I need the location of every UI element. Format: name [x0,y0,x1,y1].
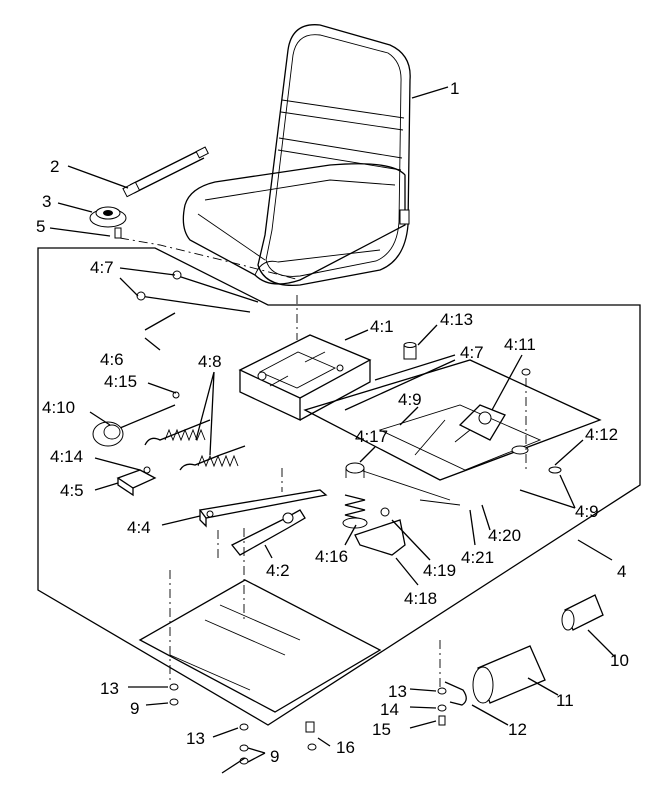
label-4-4: 4:4 [127,518,151,537]
label-4-1: 4:1 [370,317,394,336]
part-labels: 1 2 3 5 4:7 4:6 4:1 4:13 4:7 4:11 4:15 4… [36,79,629,766]
handle-part [444,594,604,706]
label-4-12: 4:12 [585,425,618,444]
label-13-c: 13 [186,729,205,748]
label-4-7-b: 4:7 [460,343,484,362]
label-16: 16 [336,738,355,757]
damper-part [342,462,368,529]
base-plate-part [138,570,441,713]
label-4-5: 4:5 [60,481,84,500]
lever-part [217,509,306,620]
shafts-part [136,270,259,313]
label-4-19: 4:19 [423,561,456,580]
scissor-frame-part [303,359,602,506]
bracket-part [116,466,157,497]
label-13-b: 13 [388,682,407,701]
bump-stop-part [403,342,417,360]
label-1: 1 [450,79,459,98]
assembly-4-outline [37,247,641,726]
label-15: 15 [372,720,391,739]
seat-part [182,24,411,286]
label-4-21: 4:21 [461,548,494,567]
label-9-a: 9 [130,699,139,718]
label-4-17: 4:17 [355,427,388,446]
label-4-6: 4:6 [100,350,124,369]
label-10: 10 [610,651,629,670]
label-4-15: 4:15 [104,372,137,391]
label-9-b: 9 [270,747,279,766]
label-4-9-a: 4:9 [398,390,422,409]
label-4-10: 4:10 [42,398,75,417]
top-plate-part [238,334,372,422]
label-11: 11 [556,691,574,710]
label-14: 14 [380,700,399,719]
rail-part [198,468,328,528]
label-4-2: 4:2 [266,561,290,580]
fasteners-part [169,683,447,774]
adjust-knob-part [92,404,176,447]
switch-part [89,206,127,239]
lower-bracket-part [354,507,406,556]
label-4-8: 4:8 [198,352,222,371]
label-4-14: 4:14 [50,447,83,466]
springs-part [144,419,246,471]
leader-lines [49,86,616,763]
label-4-7-a: 4:7 [90,258,114,277]
label-4-20: 4:20 [488,526,521,545]
pivot-rod-part [122,146,209,198]
label-4-9-b: 4:9 [575,502,599,521]
label-3: 3 [42,192,51,211]
label-2: 2 [50,157,59,176]
label-4-18: 4:18 [404,589,437,608]
label-4: 4 [617,562,626,581]
label-12: 12 [508,720,527,739]
label-4-13: 4:13 [440,310,473,329]
label-4-11: 4:11 [504,335,536,354]
label-5: 5 [36,217,45,236]
label-13-a: 13 [100,679,119,698]
label-4-16: 4:16 [315,547,348,566]
